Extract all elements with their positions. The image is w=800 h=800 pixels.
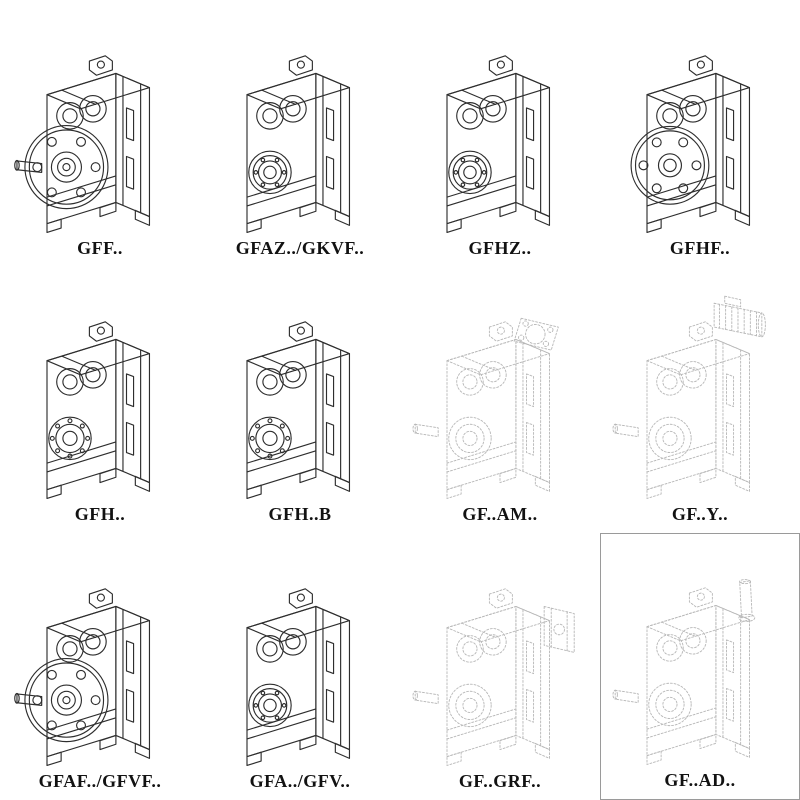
gf-flange-shaft-icon bbox=[2, 557, 198, 769]
catalog-cell: GFAF../GFVF.. bbox=[0, 533, 200, 800]
catalog-cell: GF..AD.. bbox=[600, 533, 800, 800]
gf-flange-shaft-icon bbox=[2, 24, 198, 236]
model-label: GFHF.. bbox=[669, 237, 731, 258]
model-label: GF..GRF.. bbox=[458, 770, 542, 791]
model-label: GFF.. bbox=[77, 237, 123, 258]
catalog-cell: GFH..B bbox=[200, 267, 400, 534]
gf-hollow-icon bbox=[402, 24, 598, 236]
gf-basic-icon bbox=[202, 290, 398, 502]
catalog-cell: GF..AM.. bbox=[400, 267, 600, 534]
catalog-cell: GF..Y.. bbox=[600, 267, 800, 534]
gf-flange-front-icon bbox=[602, 24, 798, 236]
gf-hollow-icon bbox=[202, 557, 398, 769]
model-label: GFA../GFV.. bbox=[249, 770, 351, 791]
model-label: GFHZ.. bbox=[468, 237, 532, 258]
gf-basic-icon bbox=[2, 290, 198, 502]
model-label: GF..AD.. bbox=[664, 769, 736, 790]
model-label: GF..Y.. bbox=[671, 504, 729, 525]
gf-ad-icon bbox=[603, 556, 797, 768]
model-label: GFH..B bbox=[268, 504, 332, 525]
model-label: GFAF../GFVF.. bbox=[38, 770, 162, 791]
model-label: GF..AM.. bbox=[462, 504, 538, 525]
gf-hollow-icon bbox=[202, 24, 398, 236]
catalog-cell: GFA../GFV.. bbox=[200, 533, 400, 800]
catalog-cell: GFHZ.. bbox=[400, 0, 600, 267]
catalog-cell: GFHF.. bbox=[600, 0, 800, 267]
model-label: GFAZ../GKVF.. bbox=[235, 237, 365, 258]
catalog-cell: GFF.. bbox=[0, 0, 200, 267]
gf-top-flange-icon bbox=[402, 290, 598, 502]
catalog-cell: GFAZ../GKVF.. bbox=[200, 0, 400, 267]
gf-motor-icon bbox=[602, 290, 798, 502]
catalog-cell: GFH.. bbox=[0, 267, 200, 534]
model-label: GFH.. bbox=[74, 504, 126, 525]
catalog-cell: GF..GRF.. bbox=[400, 533, 600, 800]
gf-grf-icon bbox=[402, 557, 598, 769]
